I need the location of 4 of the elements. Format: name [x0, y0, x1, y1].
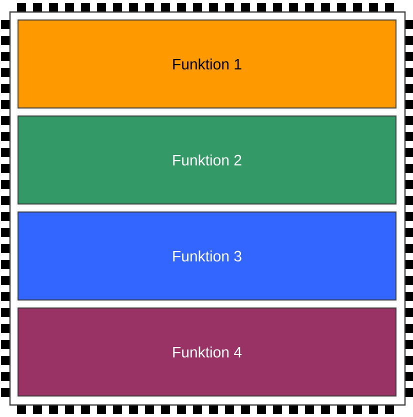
- function-box: Funktion 4: [18, 308, 396, 396]
- function-box: Funktion 2: [18, 116, 396, 204]
- function-box: Funktion 1: [18, 20, 396, 108]
- function-box: Funktion 3: [18, 212, 396, 300]
